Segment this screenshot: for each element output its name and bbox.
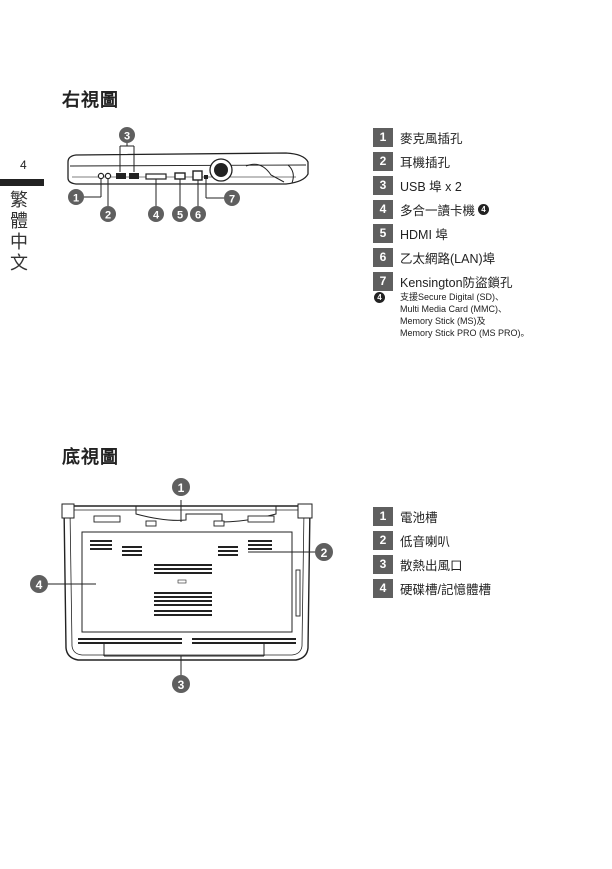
legend-label: 麥克風插孔 (400, 131, 463, 146)
right-callout-3: 3 (119, 127, 135, 143)
right-callout-4: 4 (148, 206, 164, 222)
right-view-diagram: 3 1 2 4 5 6 7 (67, 127, 309, 222)
svg-text:4: 4 (153, 210, 160, 222)
note-marker-icon: 4 (478, 203, 490, 215)
bottom-callout-4: 4 (30, 575, 48, 593)
svg-text:7: 7 (229, 194, 235, 206)
legend-label: HDMI 埠 (400, 227, 448, 242)
legend-label: 乙太網路(LAN)埠 (400, 251, 496, 266)
legend-item: 4 硬碟槽/記憶體槽 (373, 577, 491, 599)
legend-number: 1 (373, 127, 393, 147)
legend-item: 2 耳機插孔 (373, 150, 513, 172)
legend-number: 2 (373, 530, 393, 550)
legend-item: 5 HDMI 埠 (373, 222, 513, 244)
bottom-callout-1: 1 (172, 478, 190, 496)
legend-label: 多合一讀卡機 (400, 203, 476, 218)
legend-label: USB 埠 x 2 (400, 179, 462, 194)
page-number: 4 (20, 158, 27, 172)
legend-number: 3 (373, 175, 393, 195)
legend-label: 硬碟槽/記憶體槽 (400, 582, 491, 597)
legend-number: 4 (373, 578, 393, 598)
svg-text:4: 4 (36, 578, 43, 592)
legend-item: 3 散熱出風口 (373, 553, 491, 575)
note-line: Memory Stick PRO (MS PRO)。 (400, 328, 530, 338)
svg-text:3: 3 (178, 678, 185, 692)
svg-text:2: 2 (105, 210, 111, 222)
legend-number: 5 (373, 223, 393, 243)
legend-label: Kensington防盜鎖孔 (400, 275, 513, 290)
right-callout-2: 2 (100, 206, 116, 222)
legend-item: 7 Kensington防盜鎖孔 (373, 270, 513, 292)
right-callout-5: 5 (172, 206, 188, 222)
legend-item: 6 乙太網路(LAN)埠 (373, 246, 513, 268)
bottom-callout-3: 3 (172, 675, 190, 693)
legend-item: 3 USB 埠 x 2 (373, 174, 513, 196)
svg-text:2: 2 (321, 546, 328, 560)
bottom-view-legend: 1 電池槽 2 低音喇叭 3 散熱出風口 4 硬碟槽/記憶體槽 (373, 505, 491, 601)
right-view-title: 右視圖 (62, 90, 119, 110)
bottom-view-diagram: 1 2 4 3 (30, 478, 333, 693)
svg-text:6: 6 (195, 210, 201, 222)
legend-label: 散熱出風口 (400, 558, 463, 573)
side-tab-bar (0, 179, 44, 186)
legend-label: 耳機插孔 (400, 155, 451, 170)
legend-label: 低音喇叭 (400, 534, 451, 549)
legend-item: 1 麥克風插孔 (373, 126, 513, 148)
svg-text:1: 1 (178, 481, 185, 495)
legend-number: 3 (373, 554, 393, 574)
note-line: 支援Secure Digital (SD)、 (400, 292, 505, 302)
svg-text:1: 1 (73, 193, 79, 205)
legend-number: 7 (373, 271, 393, 291)
right-callout-1: 1 (68, 189, 84, 205)
note-line: Multi Media Card (MMC)、 (400, 304, 508, 314)
language-label: 繁體中文 (10, 190, 28, 273)
legend-item: 1 電池槽 (373, 505, 491, 527)
legend-number: 4 (373, 199, 393, 219)
legend-label: 電池槽 (400, 510, 438, 525)
legend-number: 1 (373, 506, 393, 526)
legend-number: 2 (373, 151, 393, 171)
note-line: Memory Stick (MS)及 (400, 316, 486, 326)
legend-item: 2 低音喇叭 (373, 529, 491, 551)
note-marker-icon: 4 (374, 292, 385, 303)
svg-text:5: 5 (177, 210, 183, 222)
bottom-view-title: 底視圖 (62, 447, 119, 467)
bottom-callout-2: 2 (315, 543, 333, 561)
right-callout-6: 6 (190, 206, 206, 222)
right-callout-7: 7 (224, 190, 240, 206)
svg-text:3: 3 (124, 131, 130, 143)
legend-number: 6 (373, 247, 393, 267)
